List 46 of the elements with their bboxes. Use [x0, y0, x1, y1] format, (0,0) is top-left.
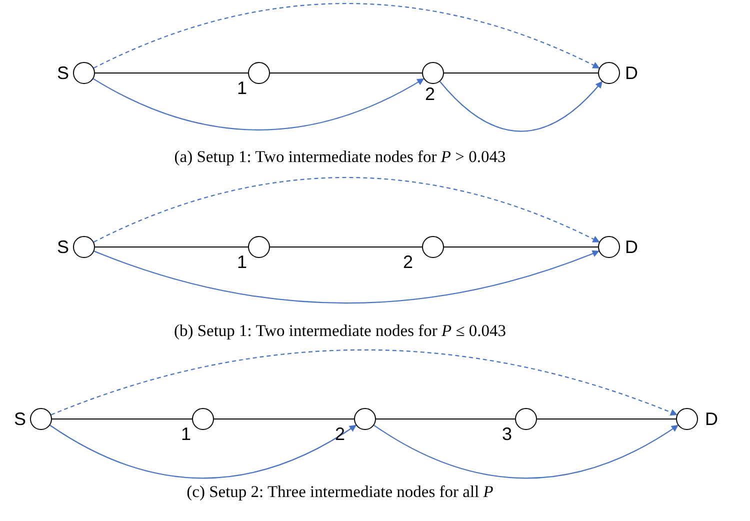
circle-node: [354, 408, 376, 430]
circle-node: [422, 236, 444, 258]
circle-node: [248, 62, 270, 84]
circle-node: [30, 408, 52, 430]
node-label: S: [56, 64, 69, 82]
link-line: [537, 418, 676, 420]
arrow: [94, 250, 600, 304]
circle-node: [73, 236, 95, 258]
link-line: [270, 72, 422, 74]
arrow: [50, 424, 357, 479]
arrow: [93, 78, 424, 130]
link-line: [270, 246, 422, 248]
circle-node: [515, 408, 537, 430]
circle-node: [676, 408, 698, 430]
caption: (b) Setup 1: Two intermediate nodes for P ≤ 0.043: [174, 321, 506, 341]
node-label: S: [56, 238, 69, 256]
circle-node: [73, 62, 95, 84]
link-line: [95, 246, 248, 248]
node-label: 3: [502, 425, 512, 443]
caption: (c) Setup 2: Three intermediate nodes for all P: [186, 482, 494, 502]
node-label: 2: [425, 85, 436, 103]
arrow: [374, 424, 679, 479]
node-label: 2: [403, 253, 414, 271]
node-label: 1: [181, 425, 192, 443]
circle-node: [598, 236, 620, 258]
link-line: [214, 418, 354, 420]
node-label: D: [625, 64, 638, 82]
arrow: [440, 81, 603, 132]
node-label: 1: [237, 79, 248, 97]
link-line: [444, 246, 598, 248]
caption: (a) Setup 1: Two intermediate nodes for P > 0.043: [174, 147, 506, 167]
node-label: D: [705, 410, 718, 428]
arrow: [50, 349, 678, 416]
link-line: [52, 418, 192, 420]
arrow: [94, 177, 600, 242]
node-label: D: [625, 238, 638, 256]
link-line: [95, 72, 248, 74]
circle-node: [192, 408, 214, 430]
arrow: [94, 3, 600, 68]
circle-node: [248, 236, 270, 258]
circle-node: [422, 62, 444, 84]
circle-node: [598, 62, 620, 84]
node-label: 1: [237, 253, 248, 271]
link-line: [444, 72, 598, 74]
link-line: [376, 418, 515, 420]
node-label: S: [14, 410, 26, 428]
